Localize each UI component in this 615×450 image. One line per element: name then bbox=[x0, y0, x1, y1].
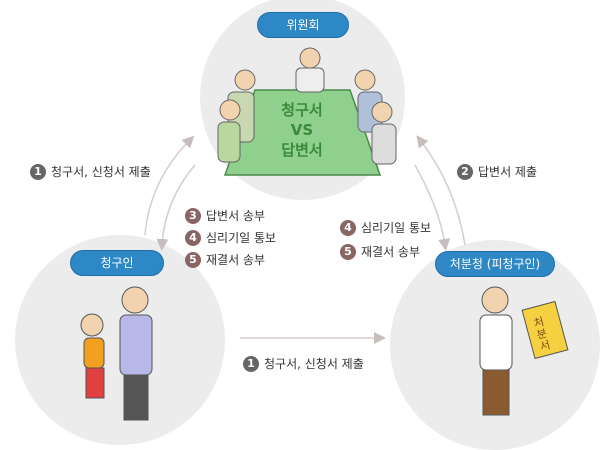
arrow-claimant-to-committee bbox=[144, 135, 195, 236]
committee-label: 위원회 bbox=[257, 12, 349, 38]
table-text-answer: 답변서 bbox=[281, 141, 323, 159]
table-text-vs: VS bbox=[290, 121, 314, 139]
step-number-badge: 1 bbox=[243, 355, 259, 372]
step-text: 답변서 제출 bbox=[478, 165, 538, 179]
table-text-claim: 청구서 bbox=[281, 101, 323, 119]
step-number-badge: 5 bbox=[185, 251, 201, 268]
agency-person bbox=[479, 286, 569, 416]
step-number-badge: 3 bbox=[185, 207, 201, 224]
step-left-down-4: 4 심리기일 통보 bbox=[185, 229, 276, 246]
step-right-down-4: 4 심리기일 통보 bbox=[340, 219, 431, 236]
arrow-committee-to-claimant bbox=[156, 164, 196, 251]
agency-label: 처분청 (피청구인) bbox=[435, 251, 555, 277]
step-left-down-5: 5 재결서 송부 bbox=[185, 251, 265, 268]
step-text: 재결서 송부 bbox=[206, 253, 266, 267]
table-text: 청구서 VS 답변서 bbox=[272, 100, 332, 160]
step-number-badge: 1 bbox=[30, 163, 46, 180]
step-number-badge: 2 bbox=[457, 163, 473, 180]
step-number-badge: 4 bbox=[185, 229, 201, 246]
step-right-down-5: 5 재결서 송부 bbox=[340, 243, 420, 260]
step-text: 재결서 송부 bbox=[361, 245, 421, 259]
step-text: 심리기일 통보 bbox=[361, 221, 432, 235]
step-text: 청구서, 신청서 제출 bbox=[264, 357, 364, 371]
step-left-up: 1 청구서, 신청서 제출 bbox=[30, 163, 151, 180]
step-bottom: 1 청구서, 신청서 제출 bbox=[243, 355, 364, 372]
step-right-up: 2 답변서 제출 bbox=[457, 163, 537, 180]
committee-members bbox=[217, 47, 397, 165]
step-text: 답변서 송부 bbox=[206, 209, 266, 223]
step-text: 청구서, 신청서 제출 bbox=[51, 165, 151, 179]
arrow-agency-to-committee bbox=[416, 135, 466, 246]
arrow-committee-to-agency bbox=[414, 164, 451, 251]
step-left-down-3: 3 답변서 송부 bbox=[185, 207, 265, 224]
step-number-badge: 5 bbox=[340, 243, 356, 260]
claimant-label: 청구인 bbox=[70, 250, 164, 276]
step-text: 심리기일 통보 bbox=[206, 231, 277, 245]
claimant-people bbox=[80, 286, 153, 421]
step-number-badge: 4 bbox=[340, 219, 356, 236]
